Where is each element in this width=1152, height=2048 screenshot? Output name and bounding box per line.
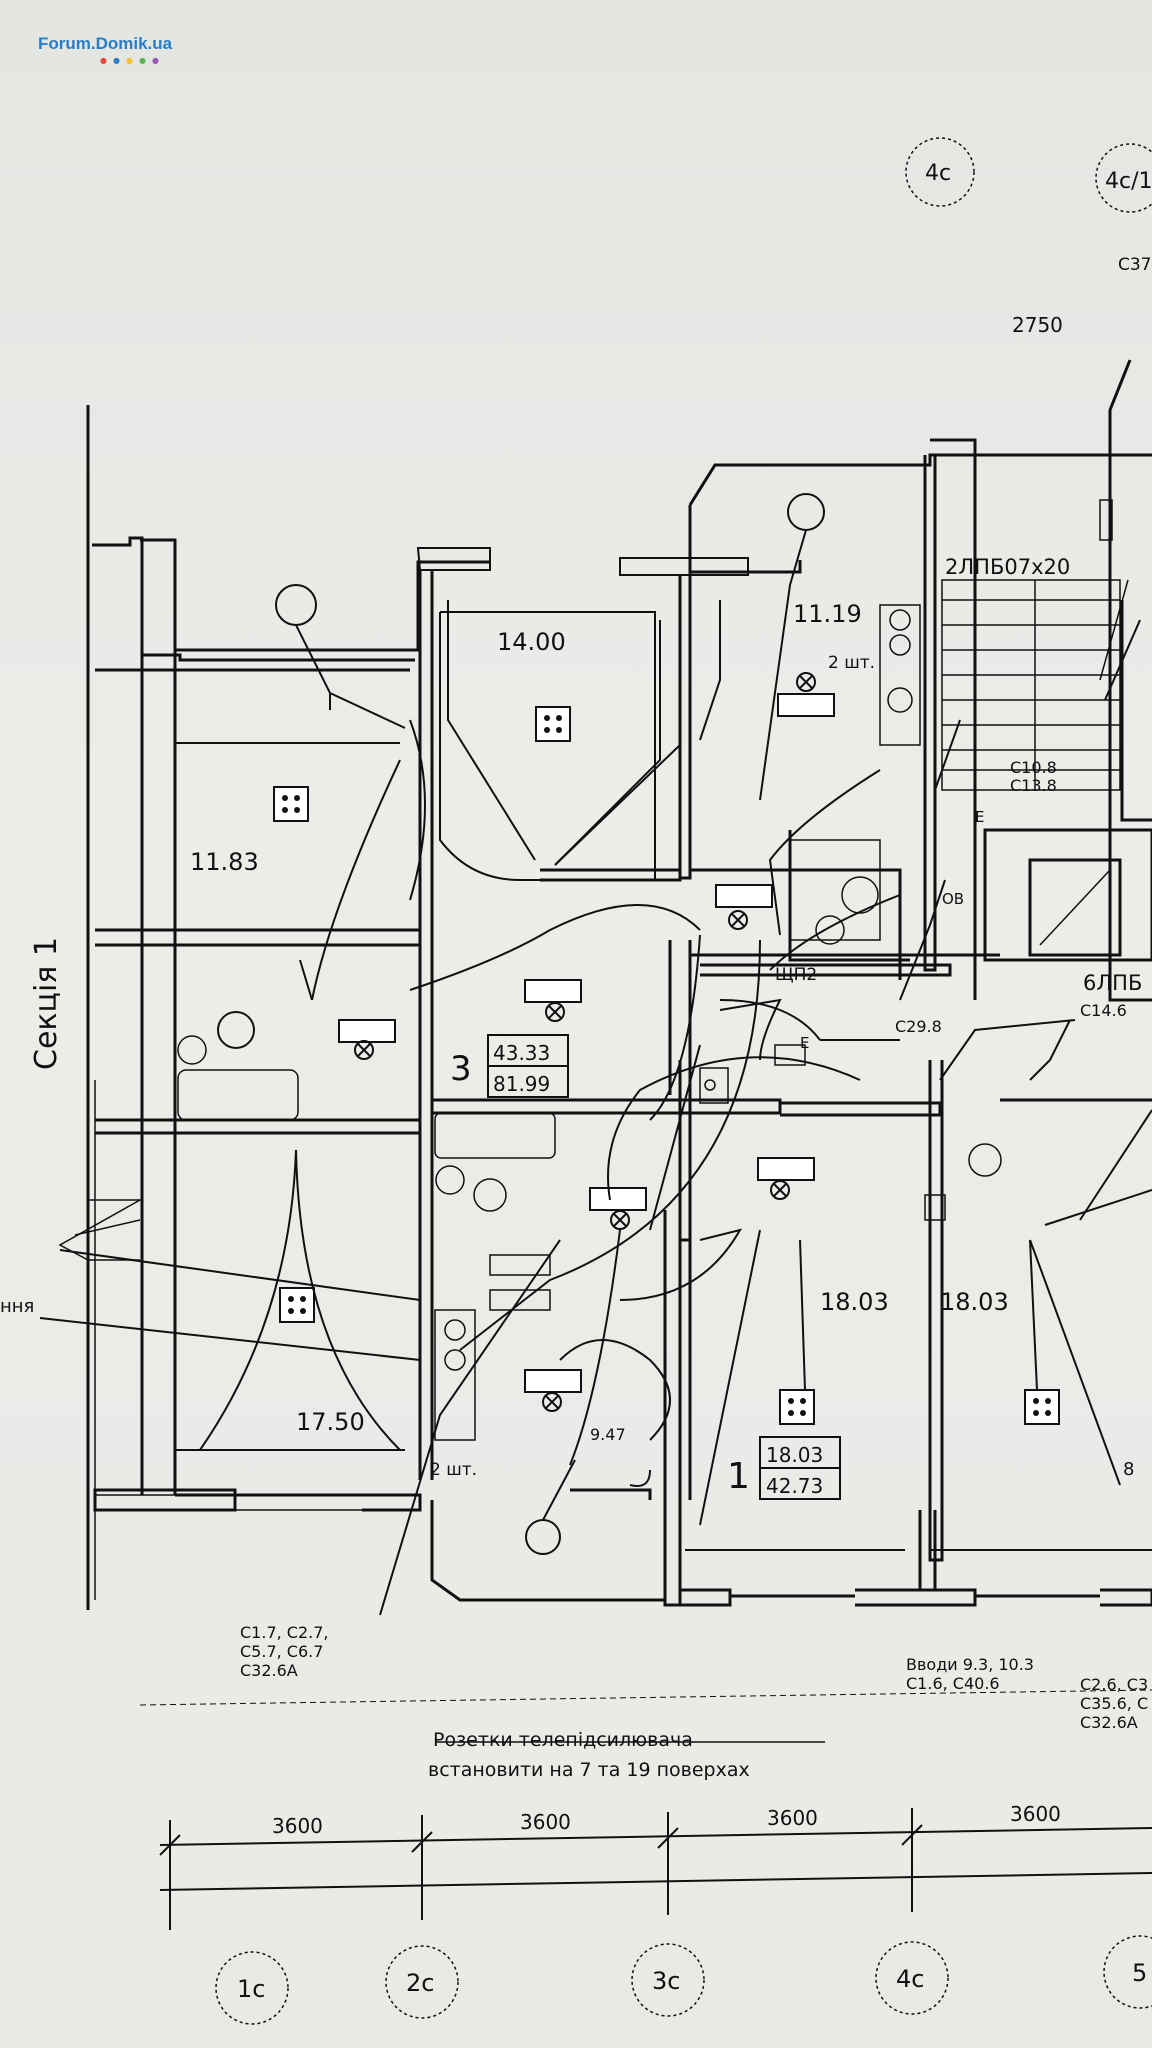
apartment-3-living: 43.33 [493,1041,550,1065]
top-cable-code: С37 [1118,255,1152,275]
room-area-7: 9.47 [590,1425,626,1444]
stair-label-2: 6ЛПБ [1083,971,1142,995]
axis-bottom-4: 4с [896,1965,924,1993]
qty-2: 2 шт. [430,1460,477,1480]
axis-bottom-2: 2с [406,1969,434,1997]
staircase [941,499,1129,957]
axis-top-1: 4с [925,161,951,186]
note-left-3: С32.6А [240,1661,298,1680]
section-break-line [58,1080,421,1600]
socket-dots [282,715,1051,1416]
room-area-8: 8 [1123,1459,1134,1480]
note-left-1: С1.7, С2.7, [240,1623,329,1642]
room-outlines [176,611,1152,1551]
watermark-dots: ●●●●● [100,56,165,65]
fixtures [177,604,1002,1441]
switch-symbols [354,672,816,1412]
c14-code: С14.6 [1080,1001,1127,1020]
room-area-1: 11.19 [793,600,862,628]
apartment-label-boxes [487,1034,841,1500]
qty-1: 2 шт. [828,653,875,673]
e-code-2: Е [975,808,984,826]
stair-code-2: С13.8 [1010,776,1057,795]
plan-text: 4с 4с/1 С37 2750 2ЛПБ07х20 6ЛПБ С10.8 С1… [0,161,1152,2003]
stair-code-1: С10.8 [1010,758,1057,777]
apartment-1-total: 42.73 [766,1474,823,1498]
axis-top-2: 4с/1 [1105,169,1152,194]
section-label: Секція 1 [29,937,64,1070]
room-area-3: 11.83 [190,848,259,876]
panel-code: ЩП2 [775,965,817,985]
axis-bubbles-top [905,137,1152,213]
room-area-6: 18.03 [940,1288,1009,1316]
note-left-2: С5.7, С6.7 [240,1642,323,1661]
ov-code: ОВ [942,890,964,908]
axis-bottom-5: 5 [1132,1959,1147,1987]
side-label: ння [0,1296,34,1317]
e-code-1: Е [800,1034,809,1052]
note-right-2: С35.6, С [1080,1694,1148,1713]
watermark-text: Forum.Domik.ua [38,34,173,53]
axis-bubbles-bottom [215,1935,1152,2025]
watermark-logo: Forum.Domik.ua ●●●●● [38,34,172,65]
wiring [39,529,1152,1616]
apartment-1-living: 18.03 [766,1443,823,1467]
socket-symbols [273,693,1060,1425]
top-dimension: 2750 [1012,313,1063,337]
room-area-5: 18.03 [820,1288,889,1316]
axis-bottom-3: 3с [652,1967,680,1995]
room-area-4: 17.50 [296,1408,365,1436]
note-right-3: С32.6А [1080,1713,1138,1732]
dimension-2: 3600 [520,1810,571,1834]
dimension-lines [159,1808,1152,1930]
note-right-1: С2.6, С3 [1080,1675,1148,1694]
note-mid-2: С1.6, С40.6 [906,1674,1000,1693]
ceiling-lamps [217,493,825,1555]
apartment-number-1: 1 [727,1456,750,1497]
apartment-number-3: 3 [450,1049,472,1089]
stair-label-1: 2ЛПБ07х20 [945,555,1070,579]
room-area-2: 14.00 [497,628,566,656]
note-mid-1: Вводи 9.3, 10.3 [906,1655,1034,1674]
c29-code: С29.8 [895,1017,942,1036]
instruction-line-2: встановити на 7 та 19 поверхах [428,1759,750,1781]
apartment-3-total: 81.99 [493,1072,550,1096]
dimension-3: 3600 [767,1806,818,1830]
axis-bottom-1: 1с [237,1975,265,2003]
dimension-1: 3600 [272,1814,323,1838]
instruction-line-1: Розетки телепідсилювача [433,1729,693,1751]
walls [86,359,1152,1610]
dimension-4: 3600 [1010,1802,1061,1826]
note-leaders [139,1689,1152,1743]
